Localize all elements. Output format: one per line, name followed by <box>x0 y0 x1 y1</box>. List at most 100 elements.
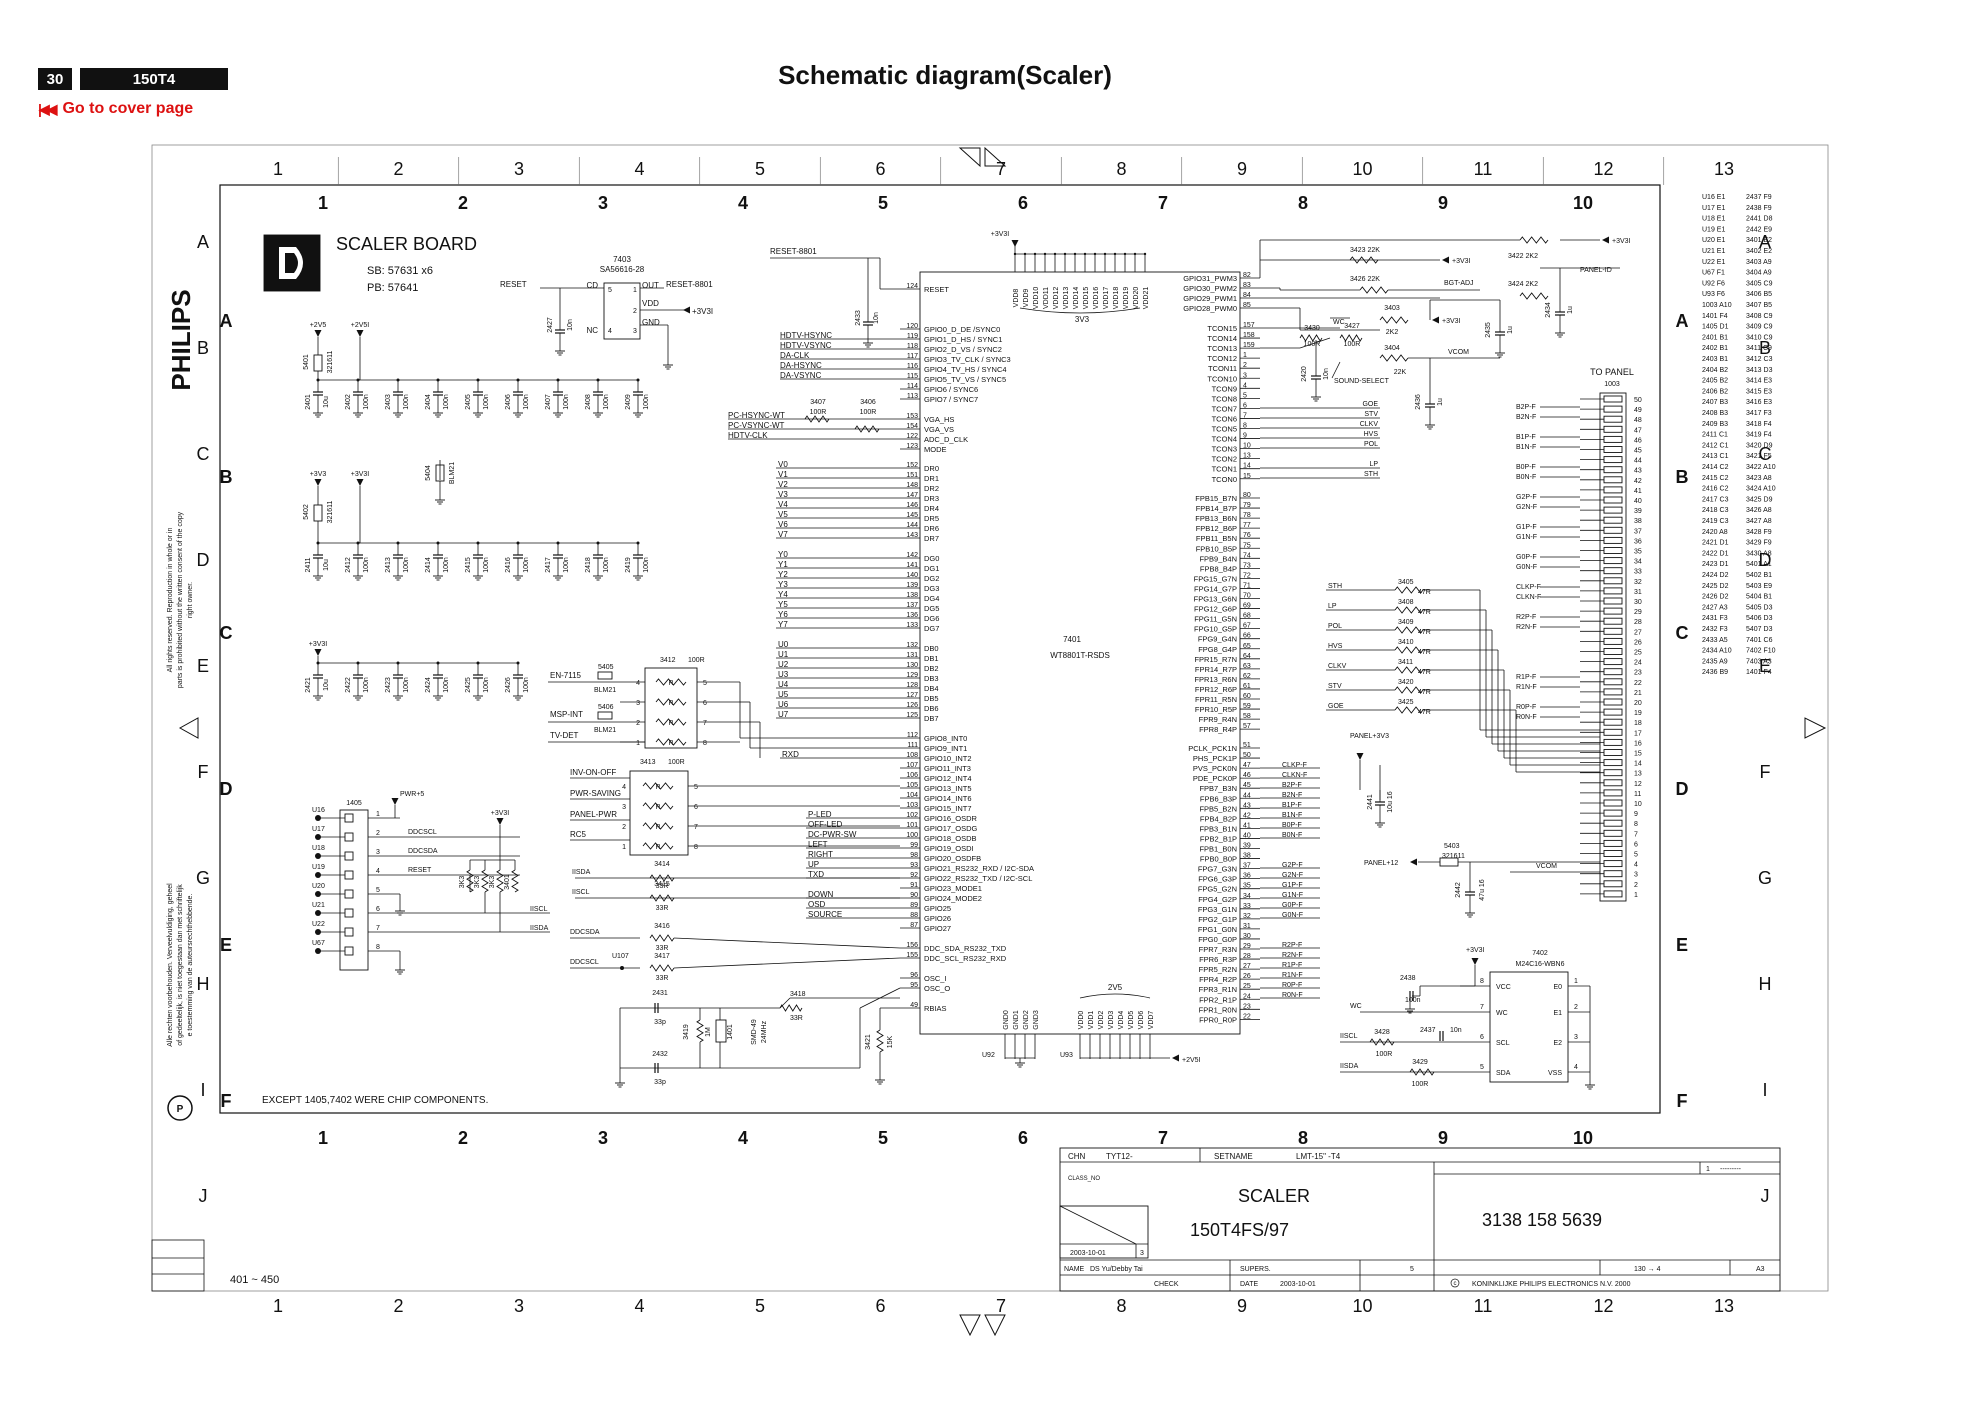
net-lvds-ic: B0N-F <box>1282 832 1302 839</box>
cap-ref: 2414 <box>425 557 432 573</box>
panel-pin-number: 45 <box>1634 448 1642 455</box>
cap-ref: 2415 <box>465 557 472 573</box>
label: 2432 <box>652 1051 668 1058</box>
supply-arrow <box>314 330 322 337</box>
panel-connector-1003 <box>1599 392 1627 902</box>
parts-list-entry: 5406 D3 <box>1746 615 1773 622</box>
label: 10n <box>873 312 880 324</box>
parts-list-entry: 3414 E3 <box>1746 378 1772 385</box>
net-da-vsync: DA-VSYNC <box>780 371 822 380</box>
pin-name: TCON4 <box>1212 435 1237 444</box>
label: RC5 <box>570 830 587 839</box>
res-3421 <box>876 1029 884 1053</box>
label: PANEL-PWR <box>570 810 617 819</box>
pin-number: 87 <box>910 922 918 929</box>
label: 7 <box>376 925 380 932</box>
label: 3410 <box>1398 639 1414 646</box>
pin-name: GPIO19_OSDI <box>924 844 974 853</box>
net-lvds: B2P-F <box>1516 404 1536 411</box>
label: R <box>668 740 673 747</box>
junction <box>315 929 321 935</box>
pin-number: 35 <box>1243 883 1251 890</box>
pin-name: DG5 <box>924 604 939 613</box>
net-tcon: STV <box>1364 411 1378 418</box>
go-to-cover-link[interactable]: |◀◀ Go to cover page <box>38 100 193 118</box>
res-3406 <box>854 425 880 433</box>
cap-ref: 2412 <box>345 557 352 573</box>
label: 3 <box>622 804 626 811</box>
label: VCOM <box>1448 349 1469 356</box>
net-lvds: G2N-F <box>1516 504 1537 511</box>
grid-col-bottom: 8 <box>1116 1296 1126 1316</box>
label: 2434 <box>1545 302 1552 318</box>
pin-number: 141 <box>906 562 918 569</box>
panel-pin <box>1603 557 1623 565</box>
pin-number: 85 <box>1243 302 1251 309</box>
pin-number: 142 <box>906 552 918 559</box>
cap-ref: 2402 <box>345 394 352 410</box>
cap-ref: 2421 <box>305 677 312 693</box>
scaler-ic-7401 <box>919 271 1241 1035</box>
label: 6 <box>694 804 698 811</box>
parts-list-entry: U20 E1 <box>1702 237 1725 244</box>
label: 2442 <box>1455 882 1462 898</box>
grid-col-bottom: 13 <box>1714 1296 1734 1316</box>
panel-pin-number: 13 <box>1634 771 1642 778</box>
label: INV-ON-OFF <box>570 768 616 777</box>
label: 10n <box>1450 1027 1462 1034</box>
pin-name: DG1 <box>924 564 939 573</box>
parts-list-entry: 2414 C2 <box>1702 464 1729 471</box>
label: U92 <box>982 1052 995 1059</box>
parts-list-entry: 7402 F10 <box>1746 648 1776 655</box>
wire <box>673 937 901 949</box>
net-lvds-ic: G1P-F <box>1282 882 1303 889</box>
pin-name: FPB13_B6N <box>1195 514 1237 523</box>
label: IISCL <box>572 889 590 896</box>
net-lvds: R0P-F <box>1516 704 1536 711</box>
res-3429 <box>1409 1068 1435 1076</box>
net-gpio: P-LED <box>808 810 832 819</box>
cap-value: 100n <box>403 677 410 693</box>
label: 33R <box>656 945 669 952</box>
pin-name: TCON0 <box>1212 475 1237 484</box>
junction <box>316 661 320 665</box>
net-lvds-ic: G0P-F <box>1282 902 1303 909</box>
cap-value: 10u <box>323 679 330 691</box>
label: 2003-10-01 <box>1280 1281 1316 1288</box>
pin-number: 5 <box>1243 392 1247 399</box>
panel-pin <box>1603 728 1623 736</box>
label: 3406 <box>860 399 876 406</box>
cap-ref: 2419 <box>625 557 632 573</box>
grid-col-top: 2 <box>393 159 403 179</box>
pin-name: FPG12_G6P <box>1194 605 1237 614</box>
net-lvds-ic: G2N-F <box>1282 872 1303 879</box>
to-panel-title: TO PANEL <box>1590 367 1634 377</box>
parts-list-entry: 2411 C1 <box>1702 432 1728 439</box>
cap-ref: 2423 <box>385 677 392 693</box>
panel-pin-number: 23 <box>1634 670 1642 677</box>
pin-name: GPIO2_D_VS / SYNC2 <box>924 345 1002 354</box>
pin-name: GPIO5_TV_VS / SYNC5 <box>924 375 1006 384</box>
supply-arrow <box>391 798 399 805</box>
grid-row-inner-right: B <box>1676 467 1689 487</box>
pin-number: 152 <box>906 462 918 469</box>
junction <box>1133 252 1137 256</box>
net-hdtv-vsync: HDTV-VSYNC <box>780 341 832 350</box>
label: Y1 <box>778 560 788 569</box>
pin-number: 73 <box>1243 562 1251 569</box>
panel-pin <box>1603 668 1623 676</box>
label: +2V5I <box>1182 1057 1201 1064</box>
grid-col-bottom: 9 <box>1237 1296 1247 1316</box>
grid-col-inner-bottom: 8 <box>1298 1128 1308 1148</box>
panel-pin <box>1603 850 1623 857</box>
grid-row-left: A <box>197 232 209 252</box>
panel-pin <box>1603 425 1623 433</box>
panel-pin-number: 7 <box>1634 831 1638 838</box>
connector-pin <box>344 870 354 880</box>
wire <box>1299 337 1331 349</box>
alignment-mark <box>1804 717 1827 739</box>
label: R <box>655 844 660 851</box>
label: +3V3I <box>1452 258 1471 265</box>
label: 47u 16 <box>1479 879 1486 901</box>
